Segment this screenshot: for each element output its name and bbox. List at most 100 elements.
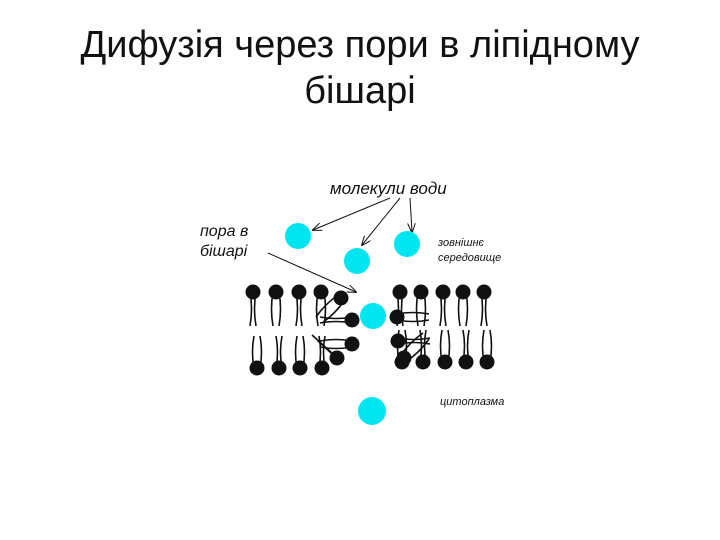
lipid-head — [392, 284, 408, 300]
lipid-head — [437, 354, 453, 370]
water-molecule — [344, 248, 370, 274]
lipid-head — [344, 336, 360, 352]
lipid-head — [333, 290, 349, 306]
cytoplasm-label: цитоплазма — [440, 396, 504, 408]
lipid-tail — [396, 311, 430, 315]
lipid-tail — [249, 291, 253, 327]
lipid-tail — [319, 338, 353, 342]
lipid-tail — [443, 291, 447, 327]
lipid-tail — [480, 291, 484, 327]
lipid-molecule — [313, 284, 329, 327]
lipid-tail — [318, 335, 322, 369]
pore-label-line1: пора в — [200, 223, 248, 240]
lipid-tail — [295, 291, 299, 327]
slide-title-line1: Дифузія через пори в ліпідному — [80, 24, 640, 66]
lipid-tail — [423, 291, 427, 327]
lipid-tail — [299, 291, 303, 327]
lipid-molecule — [314, 335, 330, 376]
lipid-tail — [319, 316, 353, 320]
lipid-molecule — [390, 333, 431, 349]
outside-label-line1: зовнішнє — [437, 237, 485, 249]
lipid-tail — [489, 329, 493, 363]
lipid-tail — [415, 291, 419, 327]
lipid-tail — [294, 335, 298, 369]
lipid-tail — [259, 335, 263, 369]
lipid-tail — [481, 329, 485, 363]
lipid-head — [389, 309, 405, 325]
lipid-tail — [302, 335, 306, 369]
slide-title: Дифузія через пори в ліпідному бішарі — [40, 22, 680, 114]
lipid-head — [413, 284, 429, 300]
lipid-head — [245, 284, 261, 300]
lipid-molecule — [268, 284, 284, 327]
lipid-molecule — [389, 309, 430, 325]
lipid-tail — [439, 329, 443, 363]
lipid-tail — [465, 291, 469, 327]
lipid-tail — [279, 335, 283, 369]
lipid-tail — [253, 291, 257, 327]
lipid-molecule — [319, 312, 360, 328]
lipid-tail — [317, 340, 341, 362]
slide-title-line2: бішарі — [304, 70, 416, 112]
lipid-molecule — [437, 329, 453, 370]
arrow-water-3 — [410, 197, 412, 232]
lipid-molecule — [245, 284, 261, 327]
outside-label-line2: середовище — [438, 252, 501, 264]
lipid-tail — [439, 291, 443, 327]
lipid-tail — [315, 291, 319, 327]
lipid-tail — [462, 329, 466, 363]
arrow-water-2 — [362, 197, 401, 245]
lipid-head — [396, 350, 412, 366]
lipid-molecule — [479, 329, 495, 370]
lipid-tail — [321, 300, 345, 324]
lipid-head — [455, 284, 471, 300]
lipid-tail — [447, 329, 451, 363]
arrow-water-1 — [313, 197, 391, 230]
lipid-molecule — [311, 334, 345, 366]
lipid-head — [271, 360, 287, 376]
lipid-tail — [275, 335, 279, 369]
lipid-head — [291, 284, 307, 300]
water-molecules-label: молекули води — [330, 179, 447, 198]
water-molecule — [358, 397, 386, 425]
lipid-head — [390, 333, 406, 349]
water-molecule — [360, 303, 386, 329]
lipid-molecule — [455, 284, 471, 327]
lipid-tail — [315, 294, 339, 318]
lipid-tail — [400, 332, 424, 356]
arrows — [267, 197, 412, 292]
lipid-tail — [397, 341, 431, 345]
lipid-tail — [319, 346, 353, 350]
lipid-head — [313, 284, 329, 300]
lipid-tail — [270, 291, 274, 327]
lipid-tail — [419, 329, 423, 363]
lipid-bilayer — [245, 284, 495, 376]
water-molecule — [285, 223, 311, 249]
lipid-molecule — [435, 284, 451, 327]
lipid-head — [479, 354, 495, 370]
water-molecule — [394, 231, 420, 257]
lipid-molecule — [315, 290, 349, 324]
lipid-molecule — [458, 329, 474, 370]
pore-label-line2: бішарі — [200, 243, 248, 260]
lipid-head — [314, 360, 330, 376]
lipid-tail — [466, 329, 470, 363]
lipid-molecule — [396, 332, 430, 366]
lipid-head — [476, 284, 492, 300]
lipid-molecule — [476, 284, 492, 327]
lipid-molecule — [413, 284, 429, 327]
lipid-head — [435, 284, 451, 300]
lipid-tail — [484, 291, 488, 327]
lipid-molecule — [291, 284, 307, 327]
lipid-molecule — [292, 335, 308, 376]
lipid-head — [458, 354, 474, 370]
lipid-tail — [278, 291, 282, 327]
lipid-tail — [251, 335, 255, 369]
lipid-head — [344, 312, 360, 328]
lipid-tail — [323, 291, 327, 327]
lipid-tail — [457, 291, 461, 327]
lipid-head — [249, 360, 265, 376]
lipid-molecule — [319, 336, 360, 352]
lipid-head — [415, 354, 431, 370]
